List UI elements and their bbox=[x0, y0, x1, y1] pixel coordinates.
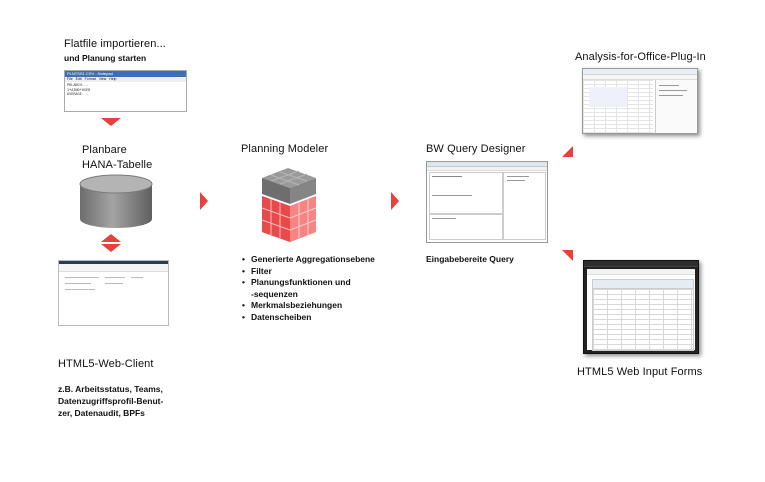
flatfile-title: Flatfile importieren... bbox=[64, 38, 166, 50]
input-forms-title: HTML5 Web Input Forms bbox=[577, 366, 703, 378]
flatfile-subtitle: und Planung starten bbox=[64, 53, 147, 63]
list-item: Datenscheiben bbox=[242, 312, 375, 324]
query-designer-screenshot bbox=[426, 161, 548, 243]
arrow-right-icon bbox=[391, 192, 399, 210]
list-item: -sequenzen bbox=[251, 288, 298, 299]
analysis-title: Analysis-for-Office-Plug-In bbox=[575, 51, 706, 63]
arrow-down-icon bbox=[101, 118, 121, 126]
modeler-title: Planning Modeler bbox=[241, 143, 329, 155]
analysis-screenshot bbox=[582, 68, 698, 134]
notepad-screenshot: PLNTSS1.CSV - Notepad File Edit Format V… bbox=[64, 70, 187, 112]
input-forms-screenshot bbox=[583, 260, 699, 354]
arrow-up-right-icon bbox=[562, 146, 573, 157]
web-client-description: z.B. Arbeitsstatus, Teams, Datenzugriffs… bbox=[58, 384, 164, 418]
notepad-titlebar: PLNTSS1.CSV - Notepad bbox=[65, 71, 186, 77]
arrow-right-icon bbox=[200, 192, 208, 210]
query-designer-title: BW Query Designer bbox=[426, 143, 526, 155]
list-item: Merkmalsbeziehungen bbox=[242, 300, 375, 312]
list-item: Planungsfunktionen und bbox=[242, 277, 375, 289]
cube-icon bbox=[261, 168, 317, 242]
list-item: Filter bbox=[242, 266, 375, 278]
arrow-down-icon bbox=[101, 244, 121, 252]
arrow-up-icon bbox=[101, 234, 121, 242]
arrow-down-right-icon bbox=[562, 250, 573, 261]
modeler-feature-list: Generierte Aggregationsebene Filter Plan… bbox=[242, 254, 375, 323]
notepad-menu: File Edit Format View Help bbox=[65, 77, 186, 82]
database-cylinder-icon bbox=[79, 174, 153, 228]
web-client-title: HTML5-Web-Client bbox=[58, 358, 154, 370]
query-designer-caption: Eingabebereite Query bbox=[426, 254, 514, 264]
list-item: Generierte Aggregationsebene bbox=[242, 254, 375, 266]
web-client-screenshot bbox=[58, 260, 169, 326]
